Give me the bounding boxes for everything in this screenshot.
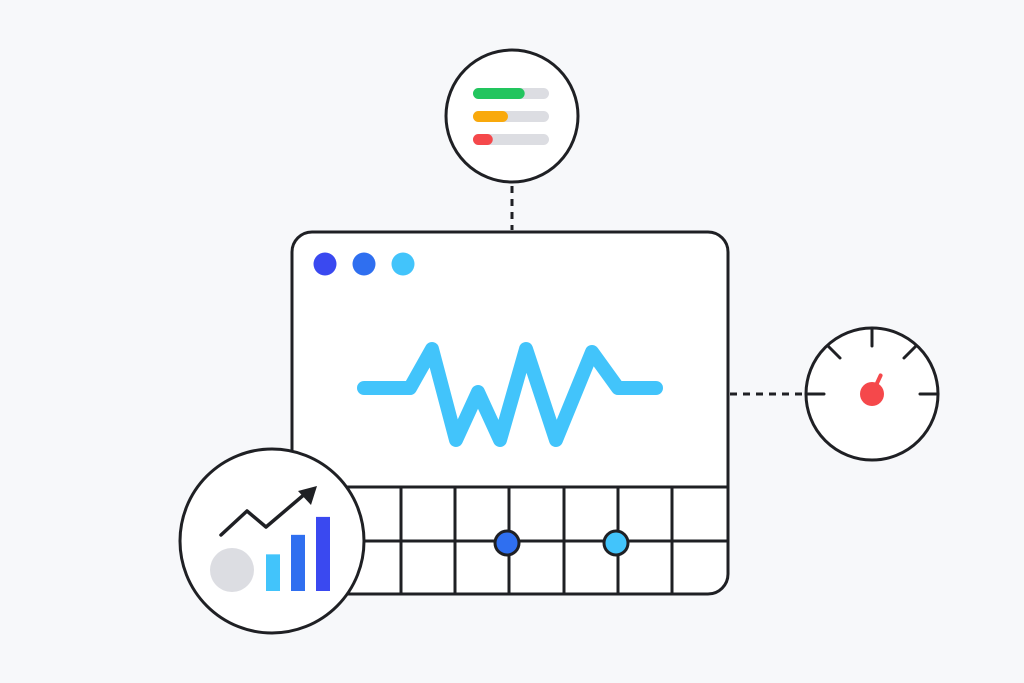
- status-bar-warning: [473, 111, 508, 122]
- growth-bars-icon: [266, 516, 330, 591]
- growth-bar: [291, 534, 305, 591]
- speedometer-tick: [826, 344, 842, 360]
- speedometer-tick: [902, 344, 918, 360]
- status-bar-critical: [473, 134, 493, 145]
- growth-bar: [266, 554, 280, 591]
- trend-arrow-icon: [219, 491, 308, 537]
- window-control-dot: [313, 252, 337, 276]
- dashboard-window: [290, 230, 730, 596]
- growth-circle: [178, 447, 366, 635]
- placeholder-circle: [210, 548, 254, 592]
- grid-markers: [493, 529, 630, 557]
- window-control-dot: [352, 252, 376, 276]
- growth-bar: [316, 516, 330, 591]
- grid-marker-dot: [493, 529, 521, 557]
- trend-arrow-head: [298, 486, 317, 505]
- speedometer-ticks: [804, 326, 940, 396]
- speedometer-hub: [860, 382, 884, 406]
- window-controls: [313, 252, 415, 276]
- window-control-dot: [391, 252, 415, 276]
- growth-badge: [178, 447, 366, 635]
- status-bar-good: [473, 88, 525, 99]
- grid-marker-dot: [602, 529, 630, 557]
- status-bars-icon: [473, 88, 549, 145]
- pulse-wave-icon: [357, 342, 663, 447]
- speedometer-badge: [804, 326, 940, 462]
- status-bars-badge: [444, 48, 580, 184]
